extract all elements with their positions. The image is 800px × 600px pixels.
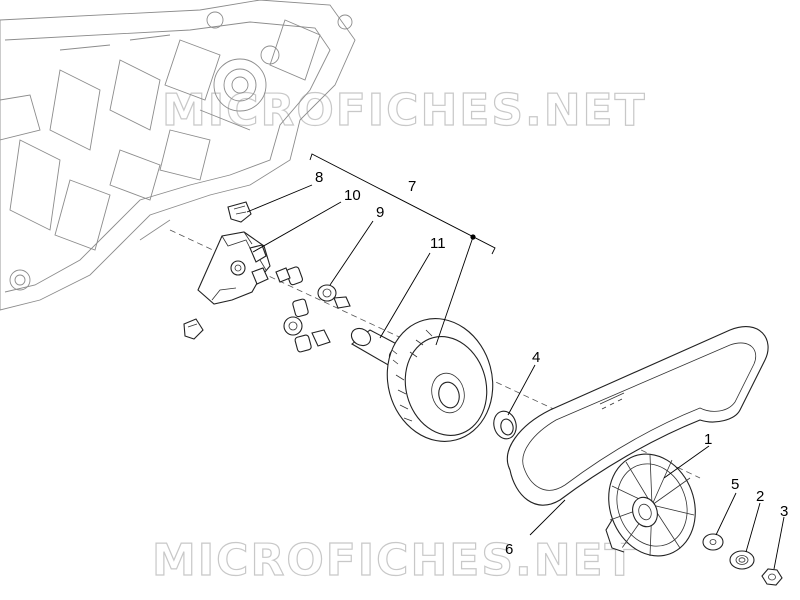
callout-10: 10 <box>344 187 361 204</box>
callout-11: 11 <box>430 235 446 252</box>
leader-lines <box>246 184 785 570</box>
part-9-roller-4 <box>283 316 303 336</box>
part-2-conical-washer <box>729 550 755 570</box>
part-6-drive-belt <box>506 326 769 506</box>
part-4-spacer <box>493 410 517 440</box>
part-1-fan-pulley <box>605 453 696 557</box>
callout-1: 1 <box>704 431 712 448</box>
callout-5: 5 <box>731 476 739 493</box>
part-3-nut <box>761 568 783 586</box>
callout-8: 8 <box>315 169 323 186</box>
callout-2: 2 <box>756 488 764 505</box>
part-10-ramp-plate <box>197 231 271 305</box>
callout-6: 6 <box>505 541 513 558</box>
callout-4: 4 <box>532 349 540 366</box>
callout-9: 9 <box>376 204 384 221</box>
watermark-bottom: MICROFICHES.NET <box>152 535 637 586</box>
part-9-roller-1 <box>317 284 351 309</box>
part-9-roller-3 <box>292 298 309 318</box>
part-8-slider-bottom <box>183 318 204 340</box>
group-7-bracket <box>309 153 496 255</box>
part-8-slider-top <box>227 201 252 223</box>
callout-3: 3 <box>780 503 788 520</box>
part-7-variator-pulley <box>386 318 494 442</box>
part-5-washer <box>702 533 724 551</box>
callout-7: 7 <box>408 178 416 195</box>
part-9-roller-6 <box>275 267 291 283</box>
crankcase-drawing <box>0 0 356 311</box>
part-9-roller-5 <box>294 329 331 353</box>
